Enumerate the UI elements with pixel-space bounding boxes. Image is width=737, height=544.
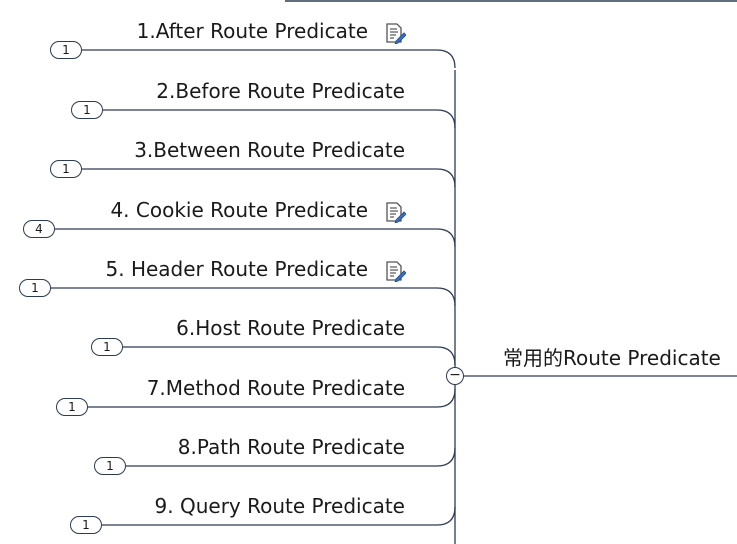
- branch-connector: [88, 388, 456, 408]
- branch-topic[interactable]: 1.After Route Predicate: [136, 19, 368, 43]
- branch-topic[interactable]: 5. Header Route Predicate: [105, 257, 368, 281]
- root-topic[interactable]: 常用的Route Predicate: [503, 346, 721, 370]
- child-count-badge[interactable]: 1: [71, 101, 103, 119]
- branch-topic[interactable]: 7.Method Route Predicate: [146, 376, 405, 400]
- note-icon[interactable]: [384, 260, 407, 283]
- branch-connector: [126, 447, 456, 467]
- branch-connector: [51, 287, 456, 307]
- branch-topic[interactable]: 4. Cookie Route Predicate: [110, 198, 368, 222]
- branch-topic[interactable]: 2.Before Route Predicate: [156, 79, 405, 103]
- branch-topic[interactable]: 9. Query Route Predicate: [154, 494, 405, 518]
- branch-connector: [102, 506, 456, 526]
- child-count-badge[interactable]: 1: [70, 516, 102, 534]
- branch-connector: [123, 346, 456, 366]
- child-count-badge[interactable]: 4: [23, 220, 55, 238]
- child-count-badge[interactable]: 1: [19, 279, 51, 297]
- note-icon[interactable]: [384, 201, 407, 224]
- child-count-badge[interactable]: 1: [91, 338, 123, 356]
- collapse-toggle-button[interactable]: −: [446, 367, 464, 385]
- branch-connector: [82, 168, 456, 188]
- branch-connector: [82, 49, 456, 69]
- branch-connector: [103, 109, 456, 129]
- branch-connector: [55, 228, 456, 248]
- child-count-badge[interactable]: 1: [56, 398, 88, 416]
- child-count-badge[interactable]: 1: [50, 160, 82, 178]
- branch-topic[interactable]: 6.Host Route Predicate: [176, 316, 405, 340]
- branch-topic[interactable]: 3.Between Route Predicate: [134, 138, 405, 162]
- child-count-badge[interactable]: 1: [94, 457, 126, 475]
- branch-topic[interactable]: 8.Path Route Predicate: [177, 435, 405, 459]
- note-icon[interactable]: [384, 22, 407, 45]
- child-count-badge[interactable]: 1: [50, 41, 82, 59]
